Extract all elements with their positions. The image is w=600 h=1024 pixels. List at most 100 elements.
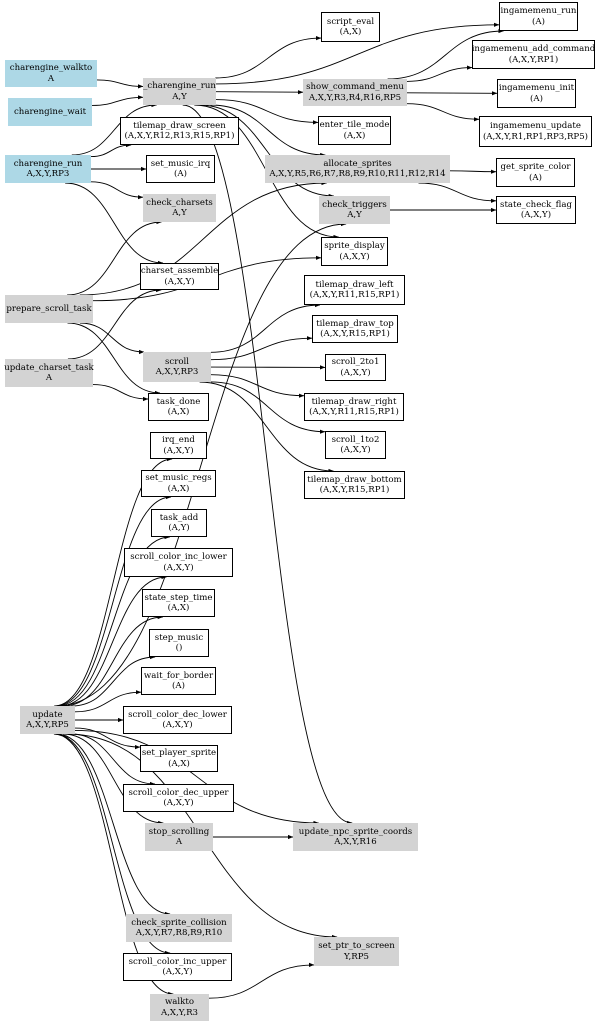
edge-update-to-scroll-color-inc-lower <box>59 574 167 707</box>
node-args: A,Y <box>172 208 187 218</box>
node-name: irq_end <box>162 435 195 445</box>
node-args: (A,X,Y) <box>340 367 371 378</box>
node-args: A,X,Y,R16 <box>334 837 377 847</box>
edge-update-to-check-sprite-collision <box>56 733 171 917</box>
node-name: tilemap_draw_left <box>315 279 394 290</box>
node-args: Y,RP5 <box>343 951 370 962</box>
node-set-player-sprite: set_player_sprite(A,X) <box>140 745 218 772</box>
node-name: step_music <box>154 632 204 643</box>
node-args: (A,X,Y) <box>163 798 194 808</box>
node-name: charengine_walkto <box>9 63 93 73</box>
edge-prepare-scroll-task-to-scroll <box>79 322 145 355</box>
node-name: update_npc_sprite_coords <box>298 826 413 837</box>
edge-scroll-to-tilemap-draw-left <box>210 302 321 353</box>
node-args: (A,X,Y) <box>163 445 194 456</box>
edge-charengine-wait-to-charengine-run <box>91 95 144 106</box>
edge-scroll-to-scroll-1to2 <box>210 381 326 434</box>
node-args: (A,X,Y,R15,RP1) <box>319 485 390 495</box>
node-name: scroll_2to1 <box>331 357 380 367</box>
edge-update-to-scroll-color-inc-upper <box>54 733 171 956</box>
node-args: (A,X,Y) <box>164 276 195 287</box>
node-name: show_command_menu <box>306 82 404 92</box>
node-args: A,X,Y,RP5 <box>26 720 69 730</box>
node-state-step-time: state_step_time(A,X) <box>142 589 215 617</box>
edge-charengine-run-to-show-command-menu <box>215 90 304 95</box>
edge-scroll-to-tilemap-draw-top <box>210 336 313 361</box>
node-args: (A) <box>174 169 187 179</box>
node-name: enter_tile_mode <box>319 120 390 130</box>
node-name: ingamemenu_add_command <box>471 44 596 54</box>
edge-charengine-run-to-check-triggers <box>199 104 335 199</box>
edge-prepare-scroll-task-to-task-done <box>67 322 161 396</box>
node-args: (A,X,Y) <box>162 967 193 977</box>
node-name: allocate_sprites <box>323 158 392 169</box>
edge-allocate-sprites-to-state-check-flag <box>418 182 497 203</box>
node-name: tilemap_draw_bottom <box>307 474 402 485</box>
node-tilemap-draw-bottom: tilemap_draw_bottom(A,X,Y,R15,RP1) <box>304 471 405 499</box>
edge-update-to-set-player-sprite <box>74 727 141 750</box>
node-args: A,X,Y,R3,R4,R16,RP5 <box>308 92 402 103</box>
node-ingamemenu-update: ingamemenu_update(A,X,Y,R1,RP1,RP3,RP5) <box>479 116 592 147</box>
node-name: charset_assemble <box>140 266 219 276</box>
edge-scroll-to-tilemap-draw-right <box>210 374 305 398</box>
node-tilemap-draw-screen: tilemap_draw_screen(A,X,Y,R12,R13,R15,RP… <box>120 117 239 145</box>
node-script-eval: script_eval(A,X) <box>321 12 380 42</box>
node-name: charengine_run <box>13 158 83 169</box>
node-name: tilemap_draw_top <box>316 318 394 329</box>
node-name: set_ptr_to_screen <box>318 941 395 951</box>
edge-prepare-scroll-task-to-check-charsets <box>67 219 162 296</box>
node-step-music: step_music() <box>149 629 209 657</box>
node-args: (A,X) <box>339 27 362 37</box>
node-args: (A,X,Y,R15,RP1) <box>320 329 390 339</box>
node-scroll-color-inc-lower: scroll_color_inc_lower(A,X,Y) <box>124 548 233 577</box>
edge-update-to-task-add <box>56 534 170 707</box>
node-args: A <box>45 373 53 383</box>
edge-show-command-menu-to-ingamemenu-run <box>387 28 504 80</box>
edge-charengine-run-to-script-eval <box>215 35 322 79</box>
edge-update-charset-task-to-charset-assemble <box>67 287 162 360</box>
node-args: A,X,Y,R7,R8,R9,R10 <box>135 928 223 938</box>
node-args: (A,X,Y,R11,R15,RP1) <box>309 407 399 417</box>
node-tilemap-draw-top: tilemap_draw_top(A,X,Y,R15,RP1) <box>312 315 398 343</box>
node-name: check_charsets <box>146 197 213 208</box>
edge-update-to-step-music <box>71 654 156 707</box>
edge-update-to-wait-for-border <box>74 690 142 713</box>
node-name: scroll_color_dec_upper <box>128 787 229 798</box>
node-name: state_step_time <box>144 592 213 603</box>
node-name: prepare_scroll_task <box>6 303 92 314</box>
edge-charengine-walkto-to-charengine-run <box>96 79 144 89</box>
node-args: A,X,Y,R5,R6,R7,R8,R9,R10,R11,R12,R14 <box>269 169 446 179</box>
node-args: (A,X,Y) <box>163 562 194 573</box>
edge-charengine-run-to-allocate-sprites <box>210 104 326 158</box>
node-name: ingamemenu_init <box>498 83 575 93</box>
node-args: (A,X) <box>343 130 366 141</box>
edge-update-to-check-triggers <box>55 221 347 707</box>
node-set-music-irq: set_music_irq(A) <box>146 155 215 183</box>
edge-charengine-run-to-update-npc-sprite-coords <box>182 104 353 826</box>
node-args: (A,X) <box>167 483 190 494</box>
node-name: sprite_display <box>324 241 385 251</box>
node-args: (A,X) <box>167 603 190 613</box>
node-tilemap-draw-left: tilemap_draw_left(A,X,Y,R11,R15,RP1) <box>304 275 405 305</box>
node-state-check-flag: state_check_flag(A,X,Y) <box>496 196 576 224</box>
node-args: () <box>175 643 183 653</box>
node-args: (A) <box>172 681 185 691</box>
node-args: (A,X,Y) <box>520 210 552 220</box>
node-prepare-scroll-task: prepare_scroll_task <box>5 295 93 323</box>
node-scroll-color-dec-upper: scroll_color_dec_upper(A,X,Y) <box>123 784 234 812</box>
edge-update-to-state-step-time <box>63 614 164 707</box>
node-name: update_charset_task <box>4 362 94 373</box>
node-args: A,X,Y,R3 <box>160 1007 199 1018</box>
node-name: set_music_regs <box>145 473 212 483</box>
